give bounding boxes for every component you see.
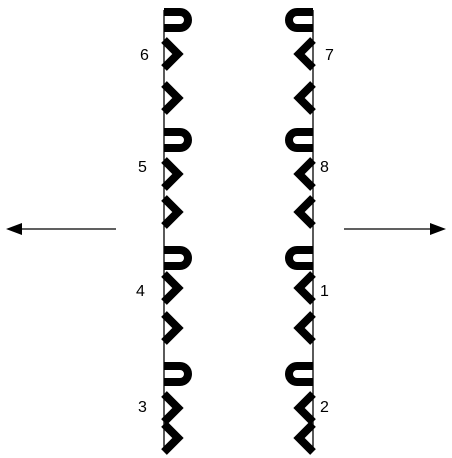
right-label: 1 <box>320 283 329 300</box>
right-v-shape <box>293 311 316 345</box>
right-u-shape <box>285 8 313 32</box>
right-v-shape <box>293 421 316 455</box>
left-v-shape <box>161 37 184 71</box>
right-label: 7 <box>325 47 334 64</box>
left-arrow-head-icon <box>6 223 22 235</box>
right-v-shape <box>293 37 316 71</box>
left-label: 6 <box>140 47 149 64</box>
left-v-shape <box>161 311 184 345</box>
right-u-shape <box>285 362 313 386</box>
right-strand: 7 8 1 2 <box>285 8 334 455</box>
left-u-shape <box>164 128 192 152</box>
left-v-shape <box>161 271 184 305</box>
right-arrow-head-icon <box>430 223 446 235</box>
left-strand: 6 5 4 3 <box>136 8 192 455</box>
left-v-shape <box>161 391 184 425</box>
right-v-shape <box>293 81 316 115</box>
left-u-shape <box>164 246 192 270</box>
right-u-shape <box>285 128 313 152</box>
left-u-shape <box>164 8 192 32</box>
left-v-shape <box>161 157 184 191</box>
right-v-shape <box>293 271 316 305</box>
left-arrow <box>6 223 116 235</box>
left-label: 5 <box>138 159 147 176</box>
right-v-shape <box>293 157 316 191</box>
left-u-shape <box>164 362 192 386</box>
right-u-shape <box>285 246 313 270</box>
left-v-shape <box>161 421 184 455</box>
left-label: 3 <box>138 399 147 416</box>
left-v-shape <box>161 81 184 115</box>
right-label: 8 <box>320 159 329 176</box>
right-label: 2 <box>320 399 329 416</box>
left-v-shape <box>161 195 184 229</box>
right-v-shape <box>293 195 316 229</box>
right-arrow <box>344 223 446 235</box>
right-v-shape <box>293 391 316 425</box>
left-label: 4 <box>136 283 145 300</box>
